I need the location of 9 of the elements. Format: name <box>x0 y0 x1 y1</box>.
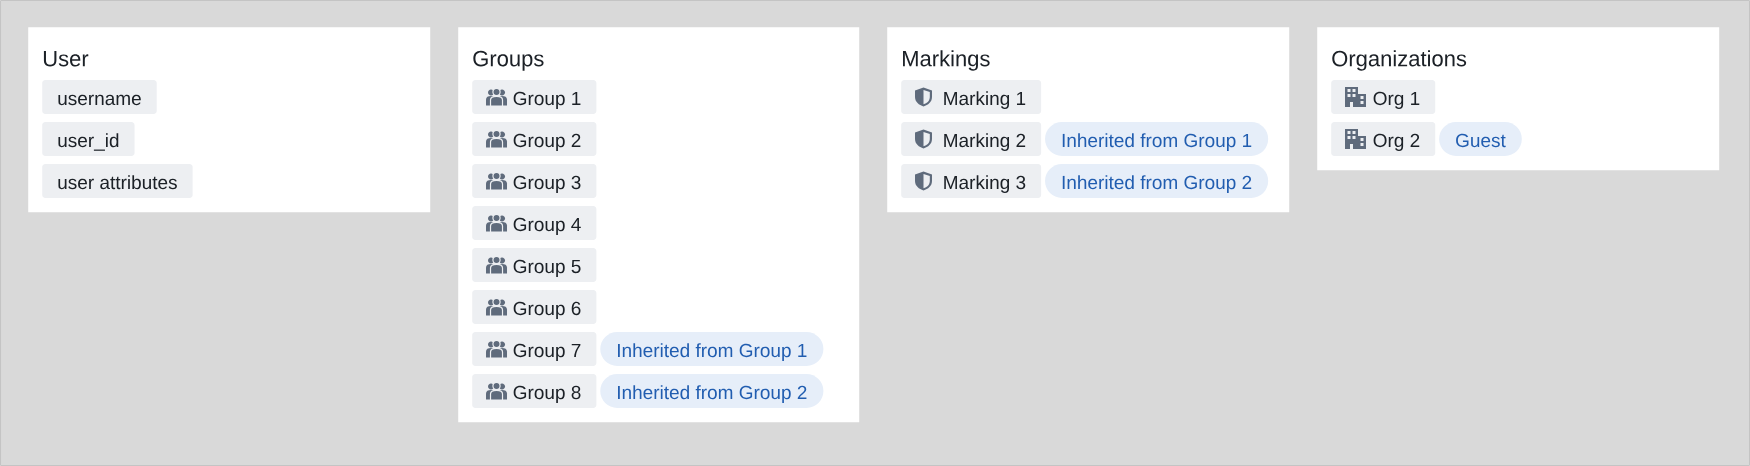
tag: user attributes <box>42 164 193 198</box>
pill-tag: Inherited from Group 1 <box>1045 122 1269 156</box>
tag: user_id <box>42 122 135 156</box>
tag: username <box>42 80 157 114</box>
pill-tag: Inherited from Group 1 <box>600 332 824 366</box>
pill-tag: Inherited from Group 2 <box>600 374 824 408</box>
pill-tag: Inherited from Group 2 <box>1045 164 1269 198</box>
tag: Group 1 <box>472 80 597 114</box>
tag: Marking 1 <box>901 80 1042 114</box>
